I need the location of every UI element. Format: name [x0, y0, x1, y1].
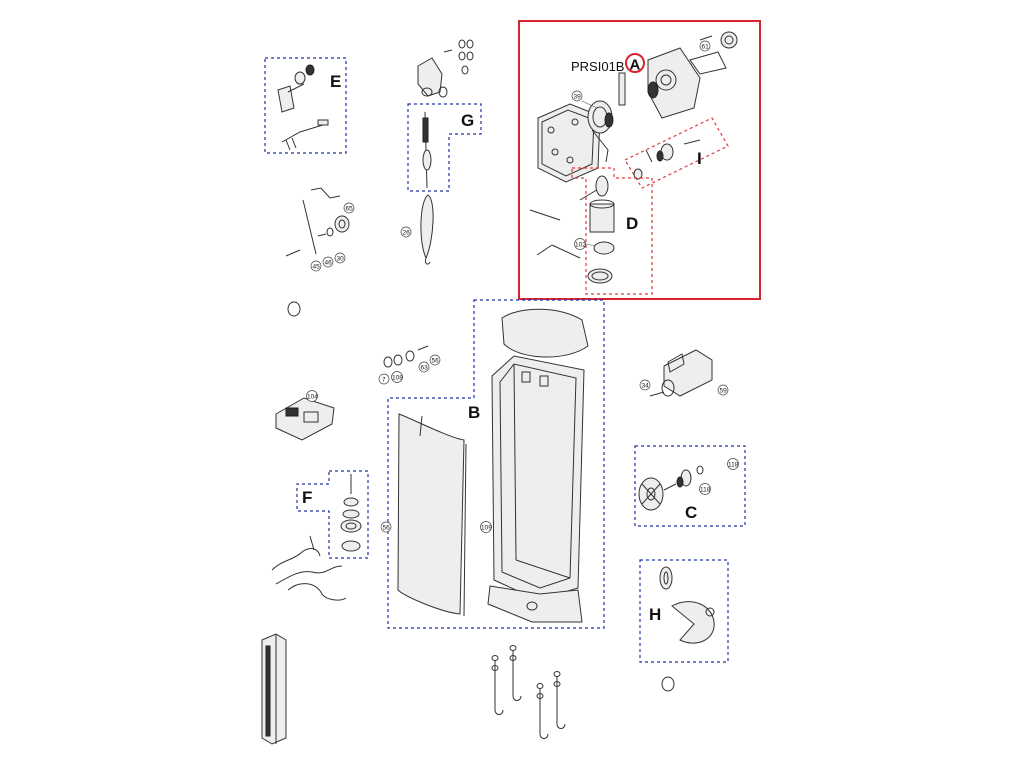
svg-text:104: 104	[307, 394, 318, 401]
loose-ring	[287, 301, 301, 317]
svg-text:7: 7	[382, 377, 386, 384]
part-108-callout: 108	[391, 371, 403, 383]
group-a-label: A	[630, 57, 641, 74]
group-g-label: G	[461, 111, 474, 130]
cable-parts	[271, 535, 347, 601]
svg-text:118: 118	[700, 487, 711, 494]
svg-text:26: 26	[403, 230, 411, 237]
control-board	[275, 397, 335, 441]
group-g-outline	[407, 103, 482, 192]
group-d-label: D	[626, 214, 638, 233]
part-65-callout: 65	[343, 202, 355, 214]
part-34-callout: 34	[639, 379, 651, 391]
group-h-label: H	[649, 605, 661, 624]
group-a-circle	[625, 53, 645, 73]
part-26-callout: 26	[400, 226, 412, 238]
group-c-label: C	[685, 503, 697, 522]
svg-text:56: 56	[383, 525, 391, 532]
group-f-label: F	[302, 488, 312, 507]
group-d-outline	[571, 167, 653, 295]
svg-text:109: 109	[481, 525, 492, 532]
part-118-lower-callout: 118	[699, 483, 711, 495]
part-56-callout: 56	[380, 521, 392, 533]
foundation-bolts	[491, 645, 566, 739]
svg-text:56: 56	[432, 358, 440, 365]
part-39-callout: 39	[571, 90, 598, 109]
group-e-outline	[264, 57, 347, 154]
part-102-callout: 102	[574, 238, 597, 250]
group-h-outline	[639, 559, 729, 663]
group-i-label: I	[697, 149, 702, 168]
part-61-callout: 61	[699, 40, 711, 52]
group-d-parts	[587, 175, 615, 284]
svg-text:102: 102	[575, 242, 586, 249]
svg-text:108: 108	[392, 375, 403, 382]
loose-ring-bottom	[661, 676, 675, 692]
group-f-parts	[340, 474, 362, 552]
group-c-parts	[638, 465, 704, 511]
group-h-parts	[659, 566, 715, 644]
group-g-parts	[417, 39, 474, 265]
group-e-parts	[277, 64, 329, 151]
group-b-parts	[397, 308, 589, 623]
group-b-label: B	[468, 403, 480, 422]
small-hardware-row	[383, 345, 429, 368]
vertical-rail	[261, 633, 287, 745]
part-59-callout: 59	[717, 384, 729, 396]
svg-text:34: 34	[642, 383, 650, 390]
part-104-callout: 104	[306, 390, 318, 402]
svg-text:65: 65	[346, 206, 354, 213]
svg-text:46: 46	[325, 260, 333, 267]
svg-text:59: 59	[720, 388, 728, 395]
svg-text:45: 45	[313, 264, 321, 271]
group-f-outline	[296, 470, 369, 559]
svg-text:118: 118	[728, 462, 739, 469]
group-i-parts	[633, 139, 701, 180]
part-63-callout: 63	[418, 361, 430, 373]
group-b-outline	[387, 299, 605, 629]
bracket-assembly	[649, 349, 713, 397]
svg-text:63: 63	[421, 365, 429, 372]
svg-text:61: 61	[702, 44, 710, 51]
svg-text:39: 39	[574, 94, 582, 101]
part-46-callout: 46	[322, 256, 334, 268]
lever-arm-parts	[285, 187, 350, 257]
part-118-upper-callout: 118	[727, 458, 739, 470]
part-56-upper-callout: 56	[429, 354, 441, 366]
part-30-callout: 30	[334, 252, 346, 264]
group-e-label: E	[330, 72, 341, 91]
part-45-callout: 45	[310, 260, 322, 272]
gearbox-assembly	[529, 31, 738, 259]
group-c-outline	[634, 445, 746, 527]
part-7-callout: 7	[378, 373, 390, 385]
highlight-code-label: PRSI01B	[571, 59, 624, 74]
svg-text:30: 30	[337, 256, 345, 263]
highlight-box-group-a	[518, 20, 761, 300]
part-109-callout: 109	[480, 521, 492, 533]
